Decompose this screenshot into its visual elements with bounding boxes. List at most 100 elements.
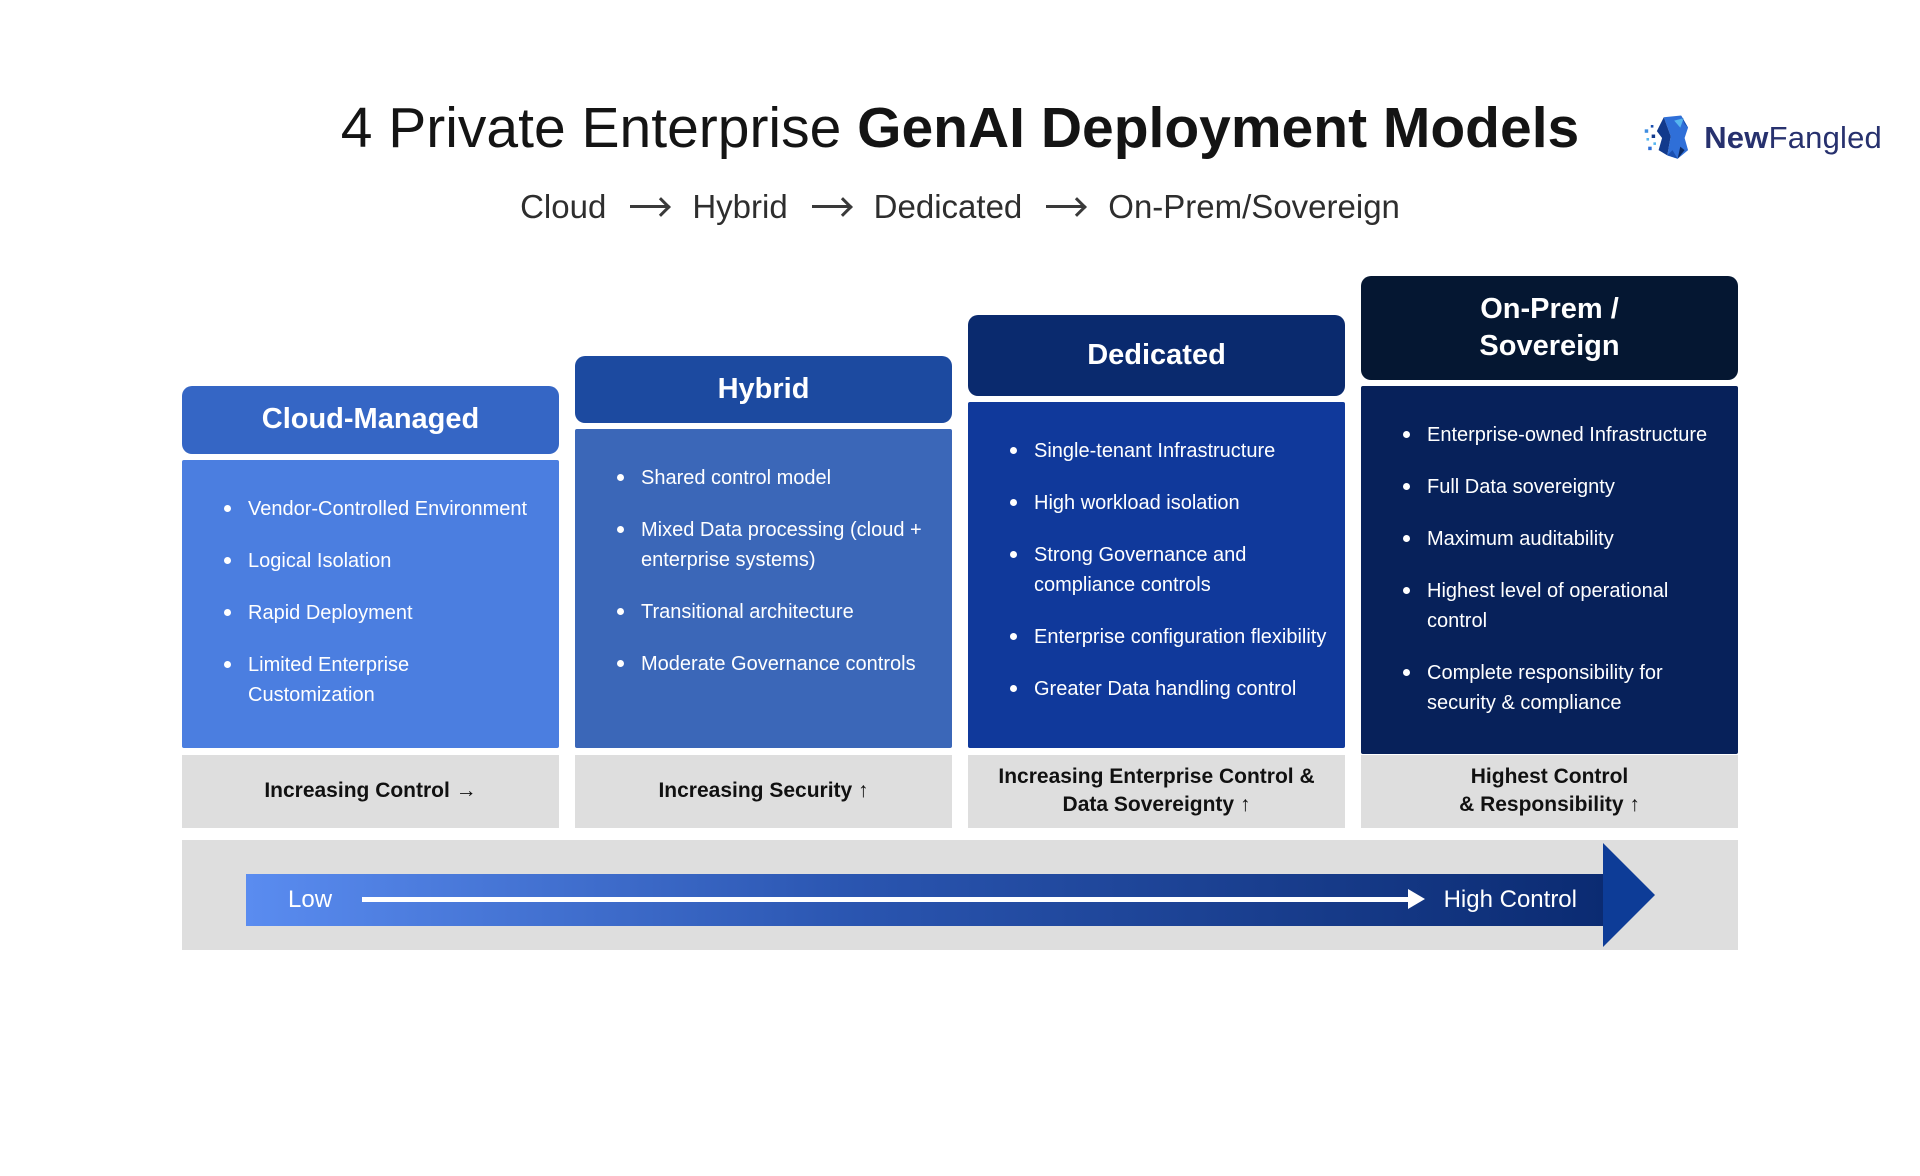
bullet-item: Vendor-Controlled Environment xyxy=(224,494,541,524)
flow-step-cloud: Cloud xyxy=(520,187,607,225)
bullet-text: Complete responsibility for security & c… xyxy=(1427,661,1663,714)
diagram-content: Cloud-Managed Vendor-Controlled Environm… xyxy=(182,275,1738,950)
page-title: 4 Private Enterprise GenAI Deployment Mo… xyxy=(0,96,1920,162)
bullet-dot-icon xyxy=(1010,684,1017,692)
bullet-item: Limited Enterprise Customization xyxy=(224,650,541,710)
bullet-item: Highest level of operational control xyxy=(1403,576,1720,636)
bullet-dot-icon xyxy=(1403,668,1410,676)
bullet-item: Moderate Governance controls xyxy=(617,649,934,679)
bullet-dot-icon xyxy=(617,525,624,533)
bullet-dot-icon xyxy=(224,504,231,512)
bullet-item: Enterprise-owned Infrastructure xyxy=(1403,420,1720,450)
bullet-text: Limited Enterprise Customization xyxy=(248,653,410,706)
bullet-item: Complete responsibility for security & c… xyxy=(1403,658,1720,718)
footer-label-line2: Data Sovereignty ↑ xyxy=(1062,793,1251,817)
bullet-item: Transitional architecture xyxy=(617,597,934,627)
bullet-text: Greater Data handling control xyxy=(1034,677,1297,700)
right-arrow-icon xyxy=(811,205,850,209)
bullet-item: Greater Data handling control xyxy=(1010,674,1327,704)
bullet-dot-icon xyxy=(1010,632,1017,640)
bullet-text: Vendor-Controlled Environment xyxy=(248,497,528,520)
bullet-item: Strong Governance and compliance control… xyxy=(1010,540,1327,600)
bullet-text: Enterprise-owned Infrastructure xyxy=(1427,423,1708,446)
right-arrow-icon xyxy=(1046,205,1085,209)
card-header: Dedicated xyxy=(968,314,1345,396)
card-title: Dedicated xyxy=(1087,338,1226,371)
card-title-line2: Sovereign xyxy=(1479,329,1620,362)
bullet-dot-icon xyxy=(1403,482,1410,490)
bullet-dot-icon xyxy=(1010,550,1017,558)
card-header: Cloud-Managed xyxy=(182,385,559,454)
bullet-dot-icon xyxy=(224,660,231,668)
bullet-text: Highest level of operational control xyxy=(1427,579,1669,632)
bullet-text: Enterprise configuration flexibility xyxy=(1034,625,1327,648)
bullet-item: Mixed Data processing (cloud + enterpris… xyxy=(617,515,934,575)
model-cards: Cloud-Managed Vendor-Controlled Environm… xyxy=(182,275,1738,754)
flow-step-hybrid: Hybrid xyxy=(692,187,788,225)
bullet-dot-icon xyxy=(1403,534,1410,542)
bullet-text: Rapid Deployment xyxy=(248,601,413,624)
bullet-dot-icon xyxy=(1010,498,1017,506)
brand-name-regular: Fangled xyxy=(1768,120,1882,155)
card-onprem-sovereign: On-Prem / Sovereign Enterprise-owned Inf… xyxy=(1361,275,1738,754)
card-title: On-Prem / xyxy=(1480,293,1619,326)
high-control-label: High Control xyxy=(1443,885,1577,913)
control-band: Low High Control xyxy=(182,839,1738,950)
bullet-item: Logical Isolation xyxy=(224,546,541,576)
footer-hybrid: Increasing Security ↑ xyxy=(575,754,952,828)
bullet-text: High workload isolation xyxy=(1034,491,1240,514)
control-gradient-bar: Low High Control xyxy=(246,873,1603,926)
card-cloud-managed: Cloud-Managed Vendor-Controlled Environm… xyxy=(182,385,559,748)
footer-dedicated: Increasing Enterprise Control & Data Sov… xyxy=(968,754,1345,828)
card-title: Cloud-Managed xyxy=(261,403,480,436)
deployment-flow: Cloud Hybrid Dedicated On-Prem/Sovereign xyxy=(0,188,1920,226)
bullet-item: Shared control model xyxy=(617,463,934,493)
bullet-text: Mixed Data processing (cloud + enterpris… xyxy=(641,518,922,571)
low-control-label: Low xyxy=(288,885,333,913)
bullet-item: Full Data sovereignty xyxy=(1403,472,1720,502)
flow-step-dedicated: Dedicated xyxy=(873,187,1023,225)
bullet-text: Logical Isolation xyxy=(248,549,392,572)
bullet-dot-icon xyxy=(224,608,231,616)
brand-logo: NewFangled xyxy=(1643,112,1882,164)
brand-name-bold: New xyxy=(1704,120,1769,155)
footer-cloud-managed: Increasing Control → xyxy=(182,754,559,828)
bullet-text: Moderate Governance controls xyxy=(641,652,916,675)
bullet-item: High workload isolation xyxy=(1010,488,1327,518)
bullet-dot-icon xyxy=(224,556,231,564)
bullet-text: Shared control model xyxy=(641,466,832,489)
brand-name: NewFangled xyxy=(1704,120,1882,156)
bullet-text: Maximum auditability xyxy=(1427,527,1614,550)
footer-label: Increasing Enterprise Control & xyxy=(998,764,1315,788)
page-title-regular: 4 Private Enterprise xyxy=(340,96,842,160)
footer-label: Increasing Security ↑ xyxy=(658,778,869,802)
bullet-item: Rapid Deployment xyxy=(224,598,541,628)
footer-onprem-sovereign: Highest Control & Responsibility ↑ xyxy=(1361,754,1738,828)
footer-label-line2: & Responsibility ↑ xyxy=(1459,793,1640,817)
footer-label: Highest Control xyxy=(1470,764,1629,788)
bullet-text: Transitional architecture xyxy=(641,600,854,623)
brand-head-icon xyxy=(1644,115,1689,159)
bullet-dot-icon xyxy=(617,659,624,667)
card-footers: Increasing Control → Increasing Security… xyxy=(182,754,1738,828)
bullet-text: Single-tenant Infrastructure xyxy=(1034,439,1276,462)
bullet-text: Strong Governance and compliance control… xyxy=(1034,543,1247,596)
bullet-dot-icon xyxy=(1403,430,1410,438)
bullet-dot-icon xyxy=(1403,586,1410,594)
card-title: Hybrid xyxy=(717,372,810,405)
white-arrow-icon xyxy=(362,889,1425,910)
bullet-item: Single-tenant Infrastructure xyxy=(1010,436,1327,466)
band-arrowhead-icon xyxy=(1603,842,1655,947)
footer-label: Increasing Control → xyxy=(264,778,477,802)
bullet-item: Maximum auditability xyxy=(1403,524,1720,554)
